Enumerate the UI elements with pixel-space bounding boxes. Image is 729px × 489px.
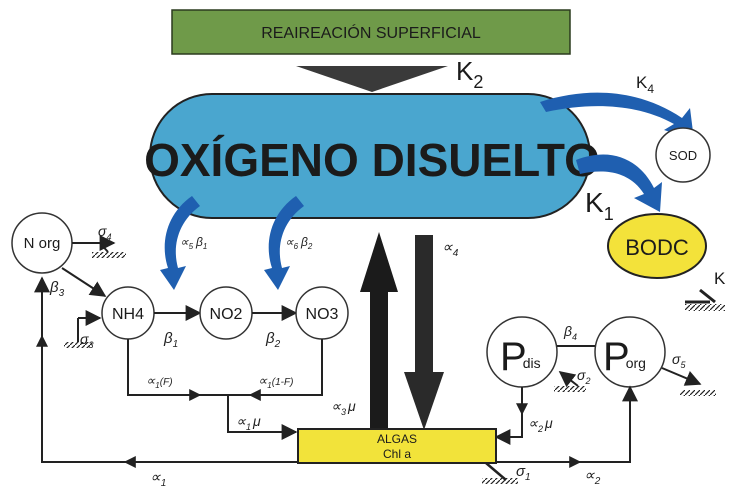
norg-to-nh4-line (61, 267, 107, 297)
algae-to-porg-line (496, 385, 638, 463)
norg-sediment (92, 252, 126, 258)
no2-label: NO2 (210, 306, 243, 323)
reaeration-banner-label: REAIREACIÓN SUPERFICIAL (261, 23, 481, 42)
bodc-settle-line (699, 288, 716, 304)
arrow-to-bodc (576, 154, 662, 212)
rate-b4: β4 (563, 323, 577, 342)
rate-a2-bottom: ∝2 (584, 467, 601, 487)
pdis-sediment (554, 386, 586, 392)
arrow-to-sod (540, 92, 694, 140)
algae-to-norg-line (34, 276, 298, 463)
rate-a4: ∝4 (442, 239, 459, 259)
norg-label: N org (24, 235, 61, 252)
algas-label-1: ALGAS (377, 432, 417, 446)
algae-oxygen-production-arrow (360, 232, 398, 430)
nh4-label: NH4 (112, 306, 144, 323)
algae-oxygen-consumption-arrow (404, 235, 444, 430)
reaeration-arrow (296, 66, 448, 92)
dissolved-oxygen-label: OXÍGENO DISUELTO (144, 134, 600, 186)
bodc-label: BODC (625, 235, 689, 260)
porg-label: Porg (603, 335, 646, 379)
rate-a1-f: ∝1(F) (146, 373, 173, 390)
algae-sediment (482, 478, 518, 484)
rate-s4: σ4 (98, 223, 111, 242)
bodc-node (607, 213, 707, 279)
algas-label-2: Chl a (383, 447, 411, 461)
rate-s2: σ2 (577, 367, 590, 386)
porg-sediment (680, 390, 716, 396)
pdis-label: Pdis (500, 335, 541, 379)
norg-settle-slant (99, 242, 109, 253)
sod-node (655, 127, 711, 183)
arrow-oxygen-to-nh4 (160, 196, 200, 290)
pdis-source-line (558, 371, 579, 388)
rate-s5: σ5 (672, 351, 686, 370)
algas-node (297, 428, 497, 464)
arrow-oxygen-to-no3 (264, 196, 304, 290)
rate-s3: σ3 (80, 331, 93, 350)
nh4-sediment (64, 342, 92, 348)
rate-b2: β2 (265, 330, 281, 350)
rate-k2: K2 (456, 56, 483, 92)
rate-k1: K1 (585, 187, 614, 224)
reaeration-banner (171, 9, 571, 55)
rate-k-right: K (714, 269, 726, 288)
rate-s1: σ1 (516, 463, 531, 483)
rate-b1: β1 (163, 330, 178, 350)
no3-label: NO3 (306, 306, 339, 323)
rate-b3: β3 (49, 279, 65, 299)
algae-settle-line (485, 462, 507, 481)
rate-a1-1f: ∝1(1-F) (258, 373, 293, 390)
sod-label: SOD (669, 148, 697, 163)
pdis-uptake-line (494, 387, 523, 445)
rate-a1-bottom: ∝1 (150, 469, 166, 489)
porg-settle-line (661, 367, 702, 386)
rate-k4: K4 (636, 73, 654, 96)
bodc-sediment (685, 304, 725, 311)
